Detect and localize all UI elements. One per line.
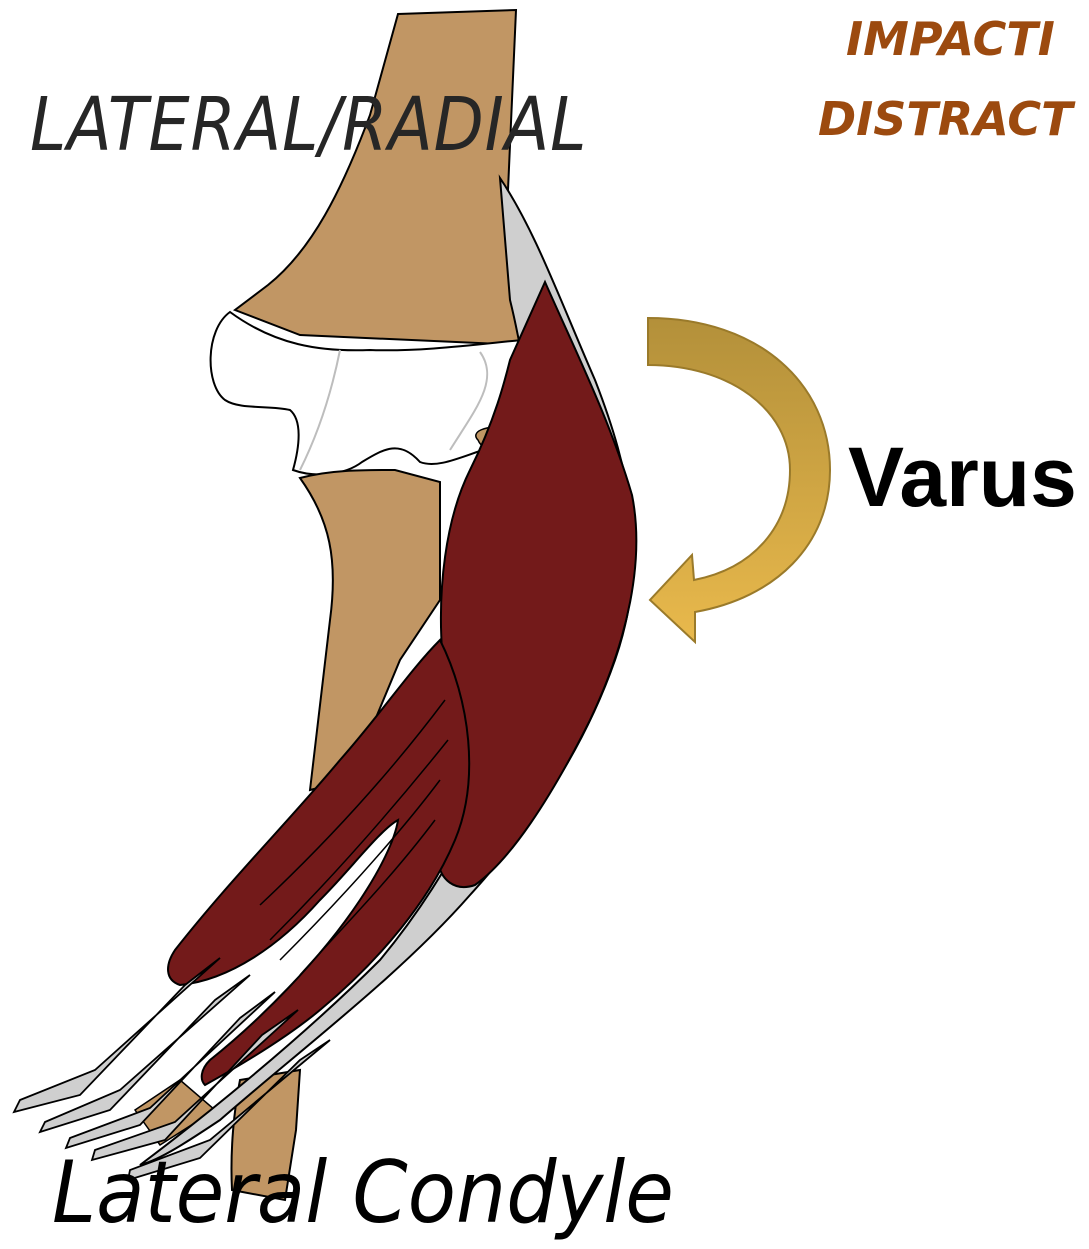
lateral-condyle-label: Lateral Condyle (52, 1150, 674, 1236)
side-title: LATERAL/RADIAL (30, 88, 587, 162)
varus-label: Varus (848, 435, 1077, 519)
force-label-line-1: IMPACTI (846, 16, 1055, 62)
humerus-bone (235, 10, 522, 345)
force-label-line-2: DISTRACT (818, 96, 1073, 142)
varus-arrow (648, 318, 830, 642)
